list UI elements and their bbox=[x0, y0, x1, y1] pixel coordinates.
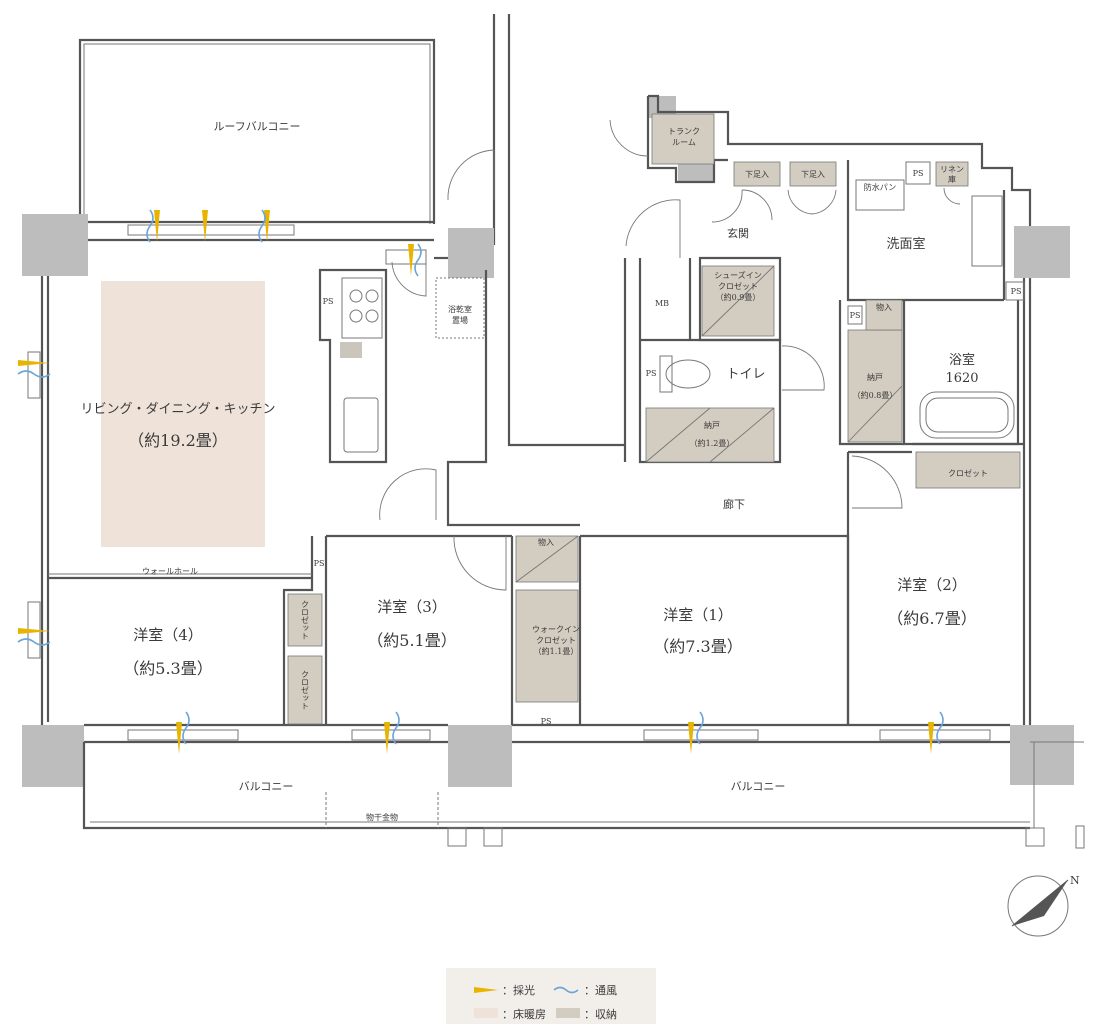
balcony-right-label: バルコニー bbox=[731, 780, 786, 793]
mb-label: MB bbox=[655, 299, 669, 308]
balcony-left-label: バルコニー bbox=[239, 780, 294, 793]
corridor-label: 廊下 bbox=[723, 497, 745, 511]
drying-rack-label: 物干金物 bbox=[366, 812, 398, 822]
balcony-railing bbox=[82, 741, 1085, 849]
shoe-rack-label-1: 下足入 bbox=[745, 170, 769, 179]
closet-label-right: クロゼット bbox=[948, 468, 988, 478]
windows bbox=[27, 224, 991, 741]
ps-label-5: PS bbox=[541, 717, 552, 726]
roof-balcony bbox=[78, 38, 436, 224]
compass-north-label: N bbox=[1070, 874, 1080, 887]
roof-balcony-label: ルーフバルコニー bbox=[213, 120, 300, 133]
walk-in-closet-label: ウォークインクロゼット（約1.1畳） bbox=[532, 625, 580, 656]
closet-label-vertical-2: クロゼット bbox=[301, 670, 310, 710]
room1-area-label: （約7.3畳） bbox=[653, 637, 742, 656]
ps-label-6: PS bbox=[314, 559, 325, 568]
storage-label-1: 物入 bbox=[538, 537, 554, 547]
compass-icon: N bbox=[1007, 874, 1080, 937]
ps-label-7: PS bbox=[646, 369, 657, 378]
dryer-storage-label: 浴乾室置場 bbox=[448, 304, 472, 325]
storage-label-2: 物入 bbox=[876, 302, 892, 312]
legend-floor-heating-label: ：床暖房 bbox=[502, 1007, 546, 1021]
bath-fixtures bbox=[659, 161, 1025, 439]
room4-area-label: （約5.3畳） bbox=[123, 659, 212, 678]
shoes-in-closet-label: シューズインクロゼット（約0.9畳） bbox=[714, 270, 762, 302]
legend-ventilation: ：通風 bbox=[553, 984, 617, 997]
room2-area-label: （約6.7畳） bbox=[887, 609, 976, 628]
washroom-label: 洗面室 bbox=[886, 236, 925, 252]
legend-storage: ：収納 bbox=[556, 1008, 617, 1021]
legend-daylight-label: ：採光 bbox=[502, 983, 535, 997]
ps-label-4: PS bbox=[850, 311, 861, 320]
shoe-rack-label-2: 下足入 bbox=[801, 170, 825, 179]
toilet-label: トイレ bbox=[726, 367, 765, 382]
nando1-label: 納戸（約1.2畳） bbox=[690, 420, 735, 448]
trunk-room-label: トランクルーム bbox=[668, 127, 700, 147]
ps-label-1: PS bbox=[323, 297, 334, 306]
ldk-area-label: （約19.2畳） bbox=[128, 431, 228, 450]
legend: ：採光 ：通風 ：床暖房 ：収納 bbox=[446, 968, 656, 1024]
ldk-name-label: リビング・ダイニング・キッチン bbox=[80, 402, 275, 417]
room-labels: ルーフバルコニー トランクルーム リビング・ダイニング・キッチン （約19.2畳… bbox=[80, 120, 1021, 822]
legend-daylight: ：採光 bbox=[474, 983, 535, 997]
door-swings bbox=[379, 119, 961, 591]
interior-walls bbox=[48, 160, 1024, 725]
ps-label-2: PS bbox=[913, 169, 924, 178]
room4-name-label: 洋室（4） bbox=[133, 626, 203, 644]
storage-areas bbox=[287, 113, 1021, 725]
linen-storage-label: リネン庫 bbox=[940, 165, 964, 184]
kitchen-fixtures bbox=[340, 277, 485, 453]
room2-name-label: 洋室（2） bbox=[897, 576, 967, 594]
ventilation-markers bbox=[17, 209, 944, 745]
wall-hole-label: ウォールホール bbox=[142, 567, 198, 576]
room3-name-label: 洋室（3） bbox=[377, 598, 447, 616]
legend-floor-heating: ：床暖房 bbox=[474, 1007, 546, 1021]
room1-name-label: 洋室（1） bbox=[663, 606, 733, 624]
room3-area-label: （約5.1畳） bbox=[367, 631, 456, 650]
waterproof-pan-label: 防水パン bbox=[864, 182, 896, 192]
entrance-label: 玄関 bbox=[727, 226, 749, 240]
closet-label-vertical-1: クロゼット bbox=[301, 600, 310, 640]
ps-label-3: PS bbox=[1011, 287, 1022, 296]
bath-size-label: 1620 bbox=[945, 371, 978, 386]
floor-heating-area bbox=[101, 281, 265, 547]
nando2-label: 納戸（約0.8畳） bbox=[853, 372, 898, 400]
legend-storage-label: ：収納 bbox=[584, 1008, 617, 1021]
bath-name-label: 浴室 bbox=[949, 352, 975, 368]
structural-columns bbox=[22, 96, 1074, 787]
legend-ventilation-label: ：通風 bbox=[584, 984, 617, 997]
